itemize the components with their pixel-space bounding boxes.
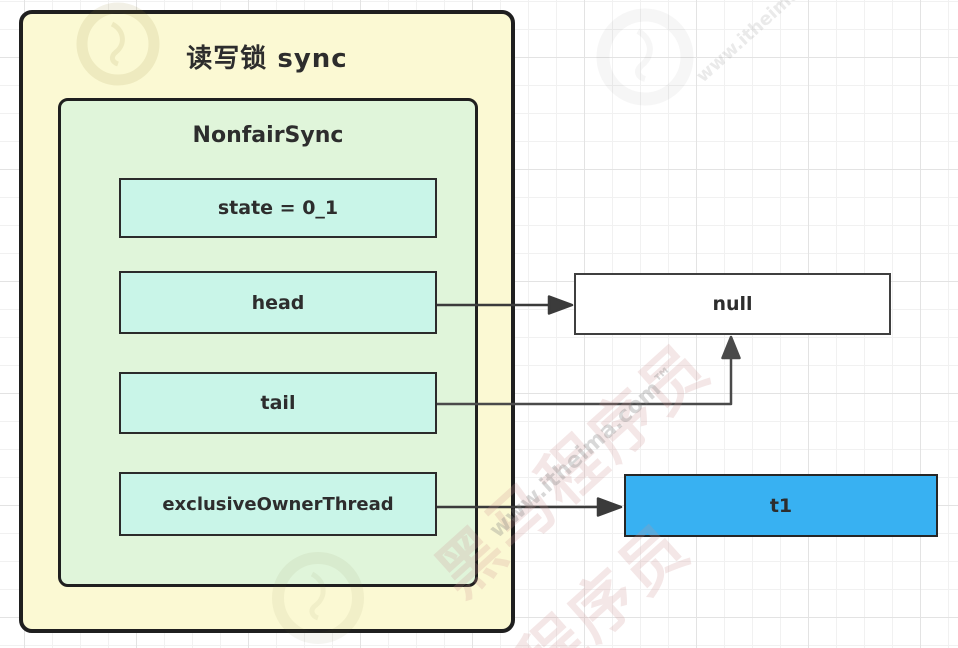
field-tail-label: tail [260, 392, 296, 414]
field-state-label: state = 0_1 [217, 197, 339, 219]
nonfairsync-container-box: NonfairSync state = 0_1 head tail exclus… [58, 98, 478, 587]
t1-node-label: t1 [769, 494, 793, 517]
field-tail-box: tail [119, 372, 437, 434]
sync-container-box: 读写锁 sync NonfairSync state = 0_1 head ta… [19, 10, 515, 633]
watermark-logo-icon [596, 8, 694, 106]
sync-container-title: 读写锁 sync [186, 44, 348, 74]
null-node-box: null [574, 273, 891, 335]
t1-node-box: t1 [624, 474, 938, 537]
field-exclusiveownerthread-label: exclusiveOwnerThread [162, 493, 394, 515]
nonfairsync-title: NonfairSync [192, 123, 344, 148]
field-head-label: head [251, 291, 305, 314]
field-state-box: state = 0_1 [119, 178, 437, 238]
watermark-url-text: www.itheima.com [692, 0, 841, 87]
field-head-box: head [119, 271, 437, 334]
field-exclusiveownerthread-box: exclusiveOwnerThread [119, 472, 437, 536]
null-node-label: null [712, 293, 753, 315]
